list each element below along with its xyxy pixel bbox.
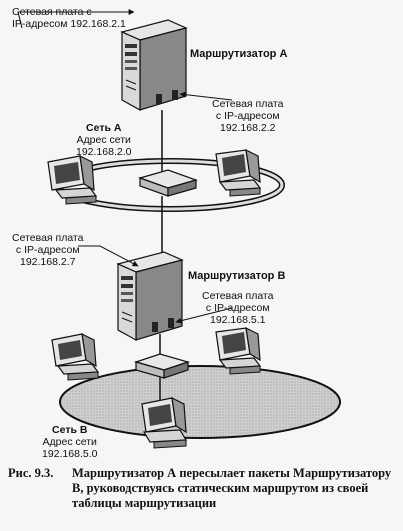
pointer-nic-a2 bbox=[179, 91, 233, 101]
hub-a-icon bbox=[138, 169, 198, 197]
computer-b-bottom-icon bbox=[141, 396, 188, 449]
computer-b-right-icon bbox=[215, 326, 262, 375]
hub-b-icon bbox=[133, 353, 191, 379]
caption-text: Маршрутизатор А пересылает пакеты Маршру… bbox=[72, 466, 392, 510]
network-a-name: Сеть А bbox=[86, 122, 122, 134]
router-b-label: Маршрутизатор В bbox=[188, 270, 286, 282]
router-a-label: Маршрутизатор А bbox=[190, 48, 288, 60]
computer-a-right-icon bbox=[215, 148, 262, 197]
network-a-addr-label: Адрес сети bbox=[76, 134, 131, 146]
figure-caption: Рис. 9.3. Маршрутизатор А пересылает паке… bbox=[8, 466, 398, 511]
network-b-label: Сеть В Адрес сети 192.168.5.0 bbox=[42, 424, 97, 460]
network-b-addr: 192.168.5.0 bbox=[42, 448, 98, 460]
nic-b-left-label: Сетевая плата с IP-адресом 192.168.2.7 bbox=[12, 232, 84, 268]
network-b-addr-label: Адрес сети bbox=[42, 436, 97, 448]
pointer-nic-b-left bbox=[78, 245, 139, 267]
network-a-label: Сеть А Адрес сети 192.168.2.0 bbox=[76, 122, 131, 158]
nic-b-right-label: Сетевая плата с IP-адресом 192.168.5.1 bbox=[202, 290, 274, 326]
router-a-icon bbox=[120, 19, 188, 112]
nic-top-line2: IP-адресом 192.168.2.1 bbox=[12, 18, 126, 30]
router-b-icon bbox=[116, 251, 184, 342]
caption-number: Рис. 9.3. bbox=[8, 466, 54, 480]
nic-a2-label: Сетевая плата с IP-адресом 192.168.2.2 bbox=[212, 98, 284, 134]
network-b-ring bbox=[59, 365, 341, 439]
computer-b-left-icon bbox=[51, 332, 100, 381]
computer-a-left-icon bbox=[47, 154, 98, 205]
pointer-nic-b-right bbox=[175, 307, 233, 324]
pointer-nic-top bbox=[17, 9, 135, 29]
nic-top-line1: Сетевая плата с bbox=[12, 6, 92, 18]
network-a-addr: 192.168.2.0 bbox=[76, 146, 132, 158]
network-b-name: Сеть В bbox=[52, 424, 88, 436]
nic-top-label: Сетевая плата с IP-адресом 192.168.2.1 bbox=[12, 6, 126, 30]
network-diagram bbox=[17, 9, 341, 449]
